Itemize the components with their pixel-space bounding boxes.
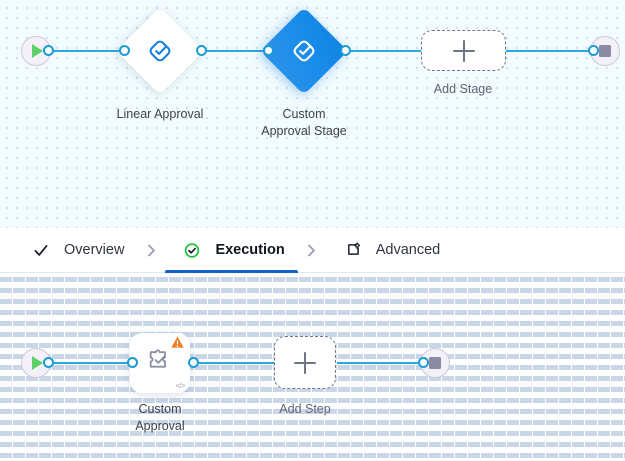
step-start-output-port[interactable] [43, 357, 54, 368]
linear-approval-input-port[interactable] [119, 45, 130, 56]
step-end-input-port[interactable] [418, 357, 429, 368]
approval-diamond-icon [290, 37, 318, 65]
linear-approval-output-port[interactable] [196, 45, 207, 56]
plus-icon [294, 351, 316, 374]
wire-custom-approval-to-addstep [191, 362, 274, 364]
add-step-label: Add Step [279, 402, 331, 416]
custom-approval-stage-output-port[interactable] [340, 45, 351, 56]
stage-flow-canvas[interactable]: Linear Approval Custom Approval Stage Ad… [0, 0, 625, 228]
code-badge-icon: </> [175, 383, 186, 390]
wire-custom-to-addstage [342, 50, 422, 52]
check-circle-icon [184, 242, 200, 258]
stop-icon [599, 45, 611, 57]
stage-node-linear-approval[interactable] [116, 7, 204, 95]
play-icon [32, 44, 43, 58]
tab-overview-label: Overview [64, 242, 125, 258]
stage-label-custom-approval-stage: Custom Approval Stage [261, 107, 347, 138]
play-icon [32, 356, 43, 370]
wire-addstep-to-end [337, 362, 421, 364]
tab-advanced-label: Advanced [375, 242, 441, 258]
custom-approval-stage-input-port[interactable] [263, 45, 274, 56]
puzzle-check-icon [147, 347, 174, 379]
step-label-custom-approval: Custom Approval [135, 402, 185, 433]
custom-approval-input-port[interactable] [127, 357, 138, 368]
step-node-custom-approval[interactable]: </> [130, 333, 190, 393]
warning-triangle-icon[interactable] [170, 335, 185, 355]
custom-approval-output-port[interactable] [188, 357, 199, 368]
chevron-right-icon [304, 242, 320, 258]
add-stage-button[interactable] [421, 30, 506, 71]
wire-linear-to-custom [199, 50, 265, 52]
workflow-tabbar: Overview Execution [0, 228, 625, 273]
settings-square-icon [345, 242, 361, 258]
stage-label-linear-approval: Linear Approval [116, 107, 204, 121]
tab-overview[interactable]: Overview [14, 228, 137, 273]
tab-advanced[interactable]: Advanced [326, 228, 454, 273]
tab-execution-label: Execution [215, 242, 285, 258]
add-stage-label: Add Stage [433, 82, 493, 96]
tab-execution[interactable]: Execution [165, 228, 299, 273]
approval-diamond-icon [146, 37, 174, 65]
step-flow-canvas[interactable]: </> Custom Approval Add Step [0, 273, 625, 461]
check-icon [33, 242, 49, 258]
plus-icon [452, 39, 475, 62]
add-step-button[interactable] [274, 336, 336, 389]
wire-start-to-custom-approval [44, 362, 130, 364]
wire-addstage-to-end [505, 50, 590, 52]
chevron-right-icon [143, 242, 159, 258]
stage-start-output-port[interactable] [43, 45, 54, 56]
stop-icon [429, 357, 441, 369]
wire-start-to-linear [44, 50, 122, 52]
stage-end-input-port[interactable] [588, 45, 599, 56]
stage-node-custom-approval-stage[interactable] [260, 7, 348, 95]
